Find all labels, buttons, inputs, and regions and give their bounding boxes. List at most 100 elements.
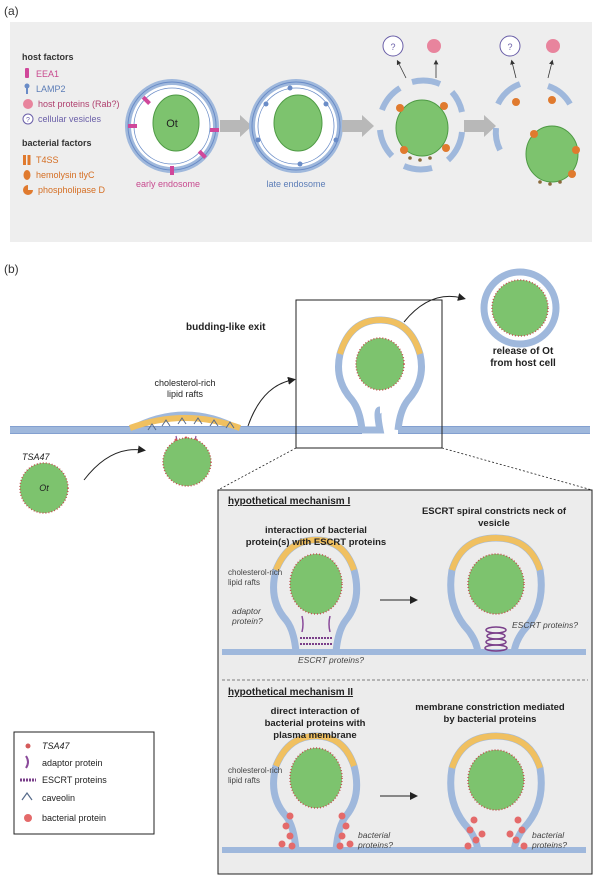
mech2-left-heading: direct interaction of bacterial proteins…	[250, 706, 380, 742]
mech1-left-heading-2: protein(s) with ESCRT proteins	[245, 537, 387, 548]
early-endosome-label: early endosome	[136, 179, 200, 189]
release-label-1: release of Ot	[492, 346, 554, 357]
legend-lamp2-label: LAMP2	[36, 84, 66, 94]
legend-b-bacterial-protein: bacterial protein	[42, 813, 107, 823]
mech2-right-heading-2: by bacterial proteins	[443, 714, 537, 725]
question-mark-1: ?	[390, 42, 395, 52]
caveolin-cluster	[147, 417, 235, 431]
rafts-label-main-1: cholesterol-rich	[154, 378, 216, 388]
release-label: release of Ot from host cell	[468, 346, 578, 370]
mech2-left-heading-1: direct interaction of	[270, 706, 360, 717]
mech2-bact-left-2: proteins?	[358, 840, 393, 850]
free-bacterium	[19, 462, 69, 514]
svg-text:?: ?	[26, 117, 30, 124]
question-mark-2: ?	[507, 42, 512, 52]
red-dot-icon	[25, 743, 31, 749]
host-protein-icon	[23, 99, 33, 109]
vesicle-icon-a2	[499, 35, 521, 57]
legend-vesicles-label: cellular vesicles	[38, 114, 102, 124]
legend-lamp2: LAMP2	[22, 83, 66, 95]
mech1-left-heading: interaction of bacterial protein(s) with…	[236, 525, 396, 549]
ot-label-a: Ot	[166, 118, 178, 130]
legend-hemolysin: hemolysin tlyC	[22, 169, 95, 181]
mech1-rafts-label-2: lipid rafts	[228, 578, 261, 587]
mech1-left-heading-1: interaction of bacterial	[265, 525, 367, 536]
early-endosome	[125, 79, 219, 175]
mech1-escrt-right: ESCRT proteins?	[512, 620, 578, 630]
mech2-right-heading-1: membrane constriction mediated	[415, 702, 565, 713]
mech2-title: hypothetical mechanism II	[228, 687, 354, 698]
arrow-1	[220, 115, 252, 137]
legend-host-proteins-label: host proteins (Rab?)	[38, 99, 120, 109]
legend-b-tsa47: TSA47	[42, 741, 70, 751]
legend-phospholipase-label: phospholipase D	[38, 185, 106, 195]
ot-label-b: Ot	[39, 483, 49, 493]
mech1-right-vesicle	[447, 534, 545, 653]
late-endosome	[249, 79, 343, 173]
mech1-rafts-label: cholesterol-rich lipid rafts	[228, 568, 282, 588]
legend-host-proteins: host proteins (Rab?)	[22, 98, 120, 110]
mech1-right-heading-1: ESCRT spiral constricts neck of	[421, 506, 567, 517]
mech2-left-heading-2: bacterial proteins with	[264, 718, 366, 729]
zoom-line-left	[217, 447, 297, 491]
ot-bacterium	[152, 94, 200, 152]
mech1-adaptor-label-1: adaptor	[232, 606, 261, 616]
arrow-2	[342, 115, 374, 137]
t4ss-icon	[23, 155, 31, 165]
mech2-left-vesicle	[222, 732, 586, 853]
vesicle-icon: ?	[22, 113, 34, 125]
adaptor-icon	[25, 755, 29, 769]
release-label-2: from host cell	[490, 358, 556, 369]
hemolysin-icon	[23, 170, 31, 180]
bacterial-protein-icon	[24, 814, 32, 822]
mech2-bact-right-2: proteins?	[532, 840, 567, 850]
zoom-line-right	[441, 447, 593, 491]
mech2-right-heading: membrane constriction mediated by bacter…	[400, 702, 580, 726]
legend-t4ss: T4SS	[22, 154, 59, 166]
budding-box	[295, 299, 443, 449]
mech2-rafts-label-2: lipid rafts	[228, 776, 261, 785]
mech2-bact-right: bacterial proteins?	[532, 830, 567, 850]
released-vesicle	[480, 268, 560, 348]
mech1-right-heading-2: vesicle	[478, 518, 510, 529]
mech1-left-vesicle	[222, 536, 586, 655]
budding-vesicle	[335, 316, 425, 431]
budding-label: budding-like exit	[186, 322, 266, 333]
mech1-escrt-left: ESCRT proteins?	[298, 655, 364, 665]
rupturing-endosome	[377, 77, 465, 173]
arrow-release	[403, 293, 466, 323]
legend-b-caveolin: caveolin	[42, 793, 76, 803]
legend-eea1: EEA1	[22, 68, 59, 80]
mech2-bact-left-1: bacterial	[358, 830, 391, 840]
legend-t4ss-label: T4SS	[36, 155, 59, 165]
late-endosome-label: late endosome	[266, 179, 325, 189]
legend-box-b	[13, 731, 155, 835]
plasma-membrane	[10, 406, 590, 434]
lamp2-icon	[24, 83, 30, 94]
mech2-rafts-label-1: cholesterol-rich	[228, 766, 283, 775]
mech1-rafts-label-1: cholesterol-rich	[228, 568, 283, 577]
arrow-3	[464, 115, 496, 137]
mech1-adaptor-label-2: protein?	[232, 616, 263, 626]
rafts-label-main-2: lipid rafts	[166, 389, 203, 399]
arrow-approach	[83, 445, 146, 481]
legend-phospholipase: phospholipase D	[22, 184, 105, 196]
tsa47-label: TSA47	[22, 452, 50, 462]
legend-eea1-label: EEA1	[36, 69, 60, 79]
host-protein-icon-a2	[546, 39, 560, 53]
host-protein-icon-a1	[427, 39, 441, 53]
host-factors-title: host factors	[22, 52, 74, 62]
internalising-bacterium	[162, 437, 212, 487]
rafts-label-main: cholesterol-rich lipid rafts	[140, 378, 230, 400]
legend-b-adaptor: adaptor protein	[42, 758, 103, 768]
panel-a-diagram: Ot early endosome late endosome ?	[125, 35, 580, 189]
caveolin-icon	[21, 791, 33, 801]
bacterial-factors-title: bacterial factors	[22, 138, 92, 148]
mech1-adaptor-label: adaptor protein?	[232, 606, 263, 626]
legend-vesicles: ? cellular vesicles	[22, 113, 101, 125]
mech2-rafts-label: cholesterol-rich lipid rafts	[228, 766, 282, 786]
legend-b-escrt: ESCRT proteins	[42, 775, 107, 785]
panel-b-diagram	[10, 268, 593, 875]
mech2-bact-left: bacterial proteins?	[358, 830, 393, 850]
panel-a-label: (a)	[4, 4, 19, 18]
